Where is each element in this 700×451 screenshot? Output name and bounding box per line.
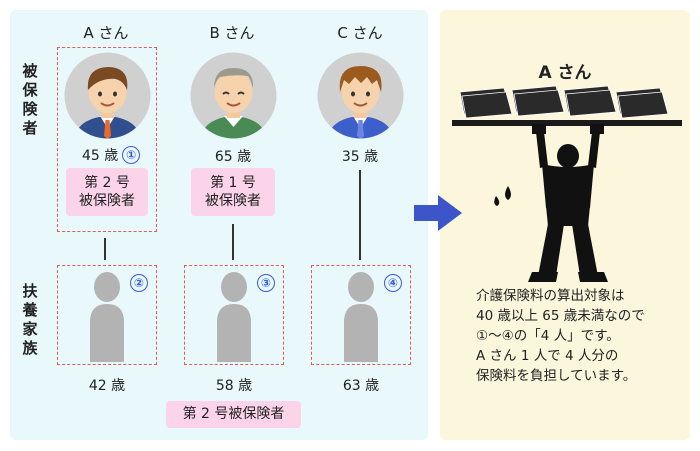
person-c-avatar-icon — [317, 52, 404, 139]
person-a-avatar-icon — [64, 52, 151, 139]
explanation-line-5: 保険料を負担しています。 — [476, 368, 637, 384]
explanation-line-2: 40 歳以上 65 歳未満なので — [476, 308, 645, 324]
explanation-line-3: ①～④の「4 人」です。 — [476, 328, 620, 344]
connector-a — [104, 238, 106, 260]
weightlifter-icon — [452, 85, 682, 282]
dependent-1-silhouette-icon — [90, 272, 124, 362]
person-b-age: 65 歳 — [214, 149, 252, 165]
person-a-number: ① — [122, 146, 141, 164]
person-a-age: 45 歳 ① — [82, 145, 152, 165]
dependent-1-age: 42 歳 — [88, 378, 126, 394]
dependent-1-box — [57, 265, 157, 365]
arrow-right-icon — [414, 195, 462, 231]
dependent-2-number: ③ — [257, 274, 275, 292]
person-b-name: B さん — [209, 24, 255, 42]
person-b-badge-line1: 第 1 号 — [210, 175, 256, 191]
dependent-3-silhouette-icon — [344, 272, 378, 362]
dependent-3-number: ④ — [384, 274, 402, 292]
person-b-badge-line2: 被保険者 — [205, 193, 261, 209]
person-a-age-text: 45 歳 — [82, 148, 119, 164]
insured-label: 被保険者 — [22, 62, 38, 137]
person-b-badge: 第 1 号 被保険者 — [191, 168, 275, 216]
person-a-box — [57, 47, 157, 232]
explanation-line-1: 介護保険料の算出対象は — [476, 288, 625, 304]
person-a-badge-line1: 第 2 号 — [84, 175, 130, 191]
right-title: A さん — [538, 63, 592, 83]
dependent-1-number: ② — [130, 274, 148, 292]
person-c-age: 35 歳 — [341, 149, 379, 165]
dependent-2-age: 58 歳 — [215, 378, 253, 394]
dependents-badge: 第 2 号被保険者 — [166, 401, 301, 428]
connector-b — [232, 224, 234, 260]
dependent-2-silhouette-icon — [217, 272, 251, 362]
person-a-badge: 第 2 号 被保険者 — [66, 168, 148, 216]
person-a-name: A さん — [83, 24, 129, 42]
dependent-3-age: 63 歳 — [342, 378, 380, 394]
explanation-line-4: A さん 1 人で 4 人分の — [476, 348, 619, 364]
dependent-2-box — [184, 265, 284, 365]
explanation-text: 介護保険料の算出対象は 40 歳以上 65 歳未満なので ①～④の「4 人」です… — [476, 286, 686, 386]
connector-c — [359, 170, 361, 260]
person-c-name: C さん — [337, 24, 383, 42]
dependent-3-box — [311, 265, 411, 365]
person-a-badge-line2: 被保険者 — [79, 193, 135, 209]
dependents-label: 扶養家族 — [22, 282, 38, 357]
person-b-avatar-icon — [190, 52, 277, 139]
